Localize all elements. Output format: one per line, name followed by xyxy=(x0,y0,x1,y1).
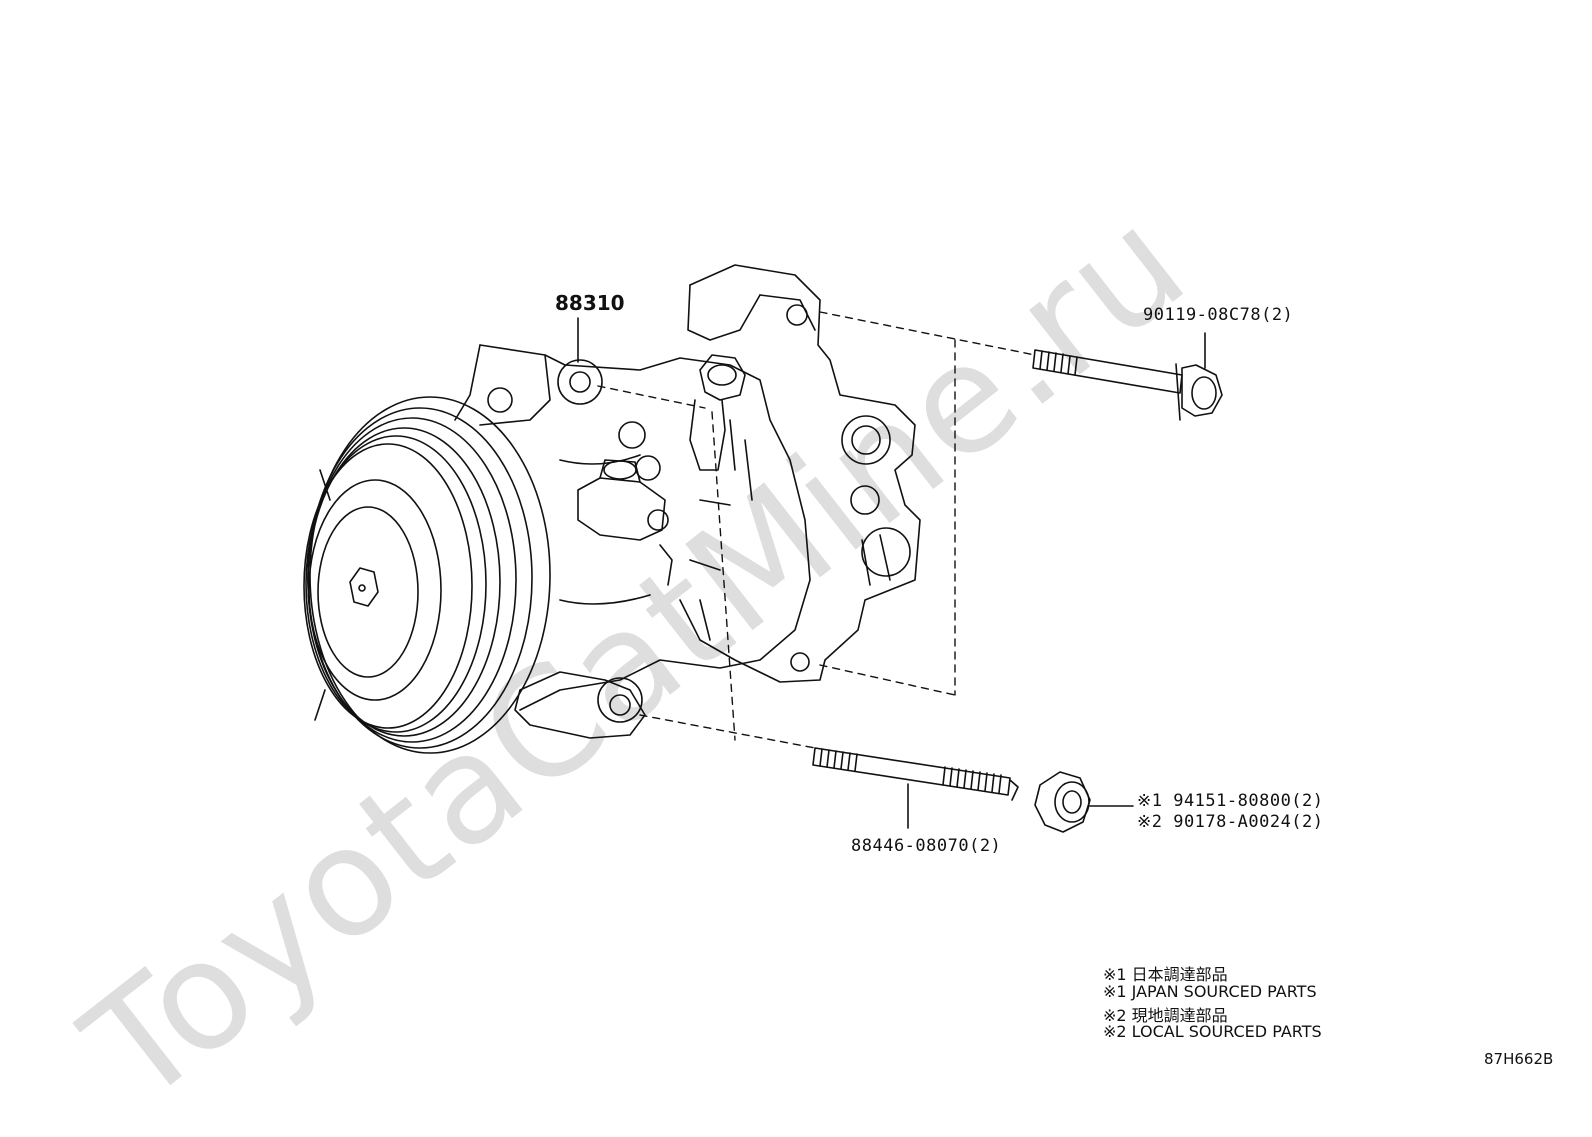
parts-diagram xyxy=(303,264,1223,833)
nut-part-number-japan: ※1 94151-80800(2) xyxy=(1137,791,1324,811)
nut-drawing xyxy=(1034,771,1134,833)
assembly-guide-lines xyxy=(597,311,1036,749)
stud-part-number: 88446-08070(2) xyxy=(851,836,1002,856)
note-local-sourced-jp: ※2 現地調達部品 xyxy=(1103,1006,1228,1025)
note-local-sourced-en: ※2 LOCAL SOURCED PARTS xyxy=(1103,1022,1322,1041)
note-japan-sourced-en: ※1 JAPAN SOURCED PARTS xyxy=(1103,982,1317,1001)
upper-bolt-part-number: 90119-08C78(2) xyxy=(1143,305,1294,325)
nut-part-number-local: ※2 90178-A0024(2) xyxy=(1137,812,1324,832)
upper-bolt-drawing xyxy=(1032,332,1223,421)
compressor-drawing xyxy=(303,264,921,754)
diagram-code: 87H662B xyxy=(1484,1050,1554,1068)
note-japan-sourced-jp: ※1 日本調達部品 xyxy=(1103,965,1228,984)
compressor-part-number: 88310 xyxy=(555,291,625,315)
stud-drawing xyxy=(812,747,1019,829)
